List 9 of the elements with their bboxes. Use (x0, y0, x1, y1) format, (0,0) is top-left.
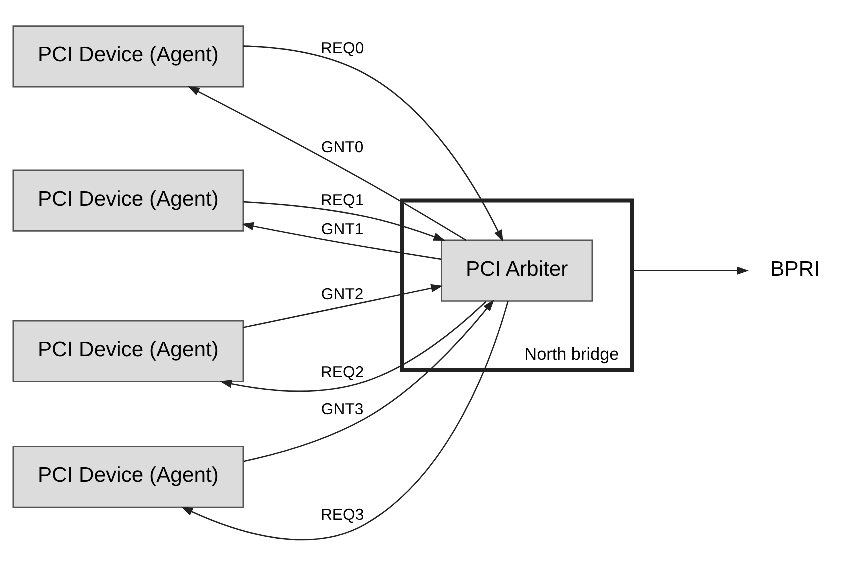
edge-label: REQ3 (320, 507, 364, 524)
edge-label: GNT2 (321, 286, 364, 304)
edge-label: REQ1 (320, 192, 364, 210)
edge-label: REQ2 (320, 364, 364, 382)
edge-label: GNT3 (321, 401, 364, 418)
edge-label: REQ0 (320, 40, 364, 58)
node-text: BPRI (770, 258, 820, 281)
edge-label: GNT1 (321, 222, 364, 239)
edge-label: GNT0 (321, 140, 364, 157)
